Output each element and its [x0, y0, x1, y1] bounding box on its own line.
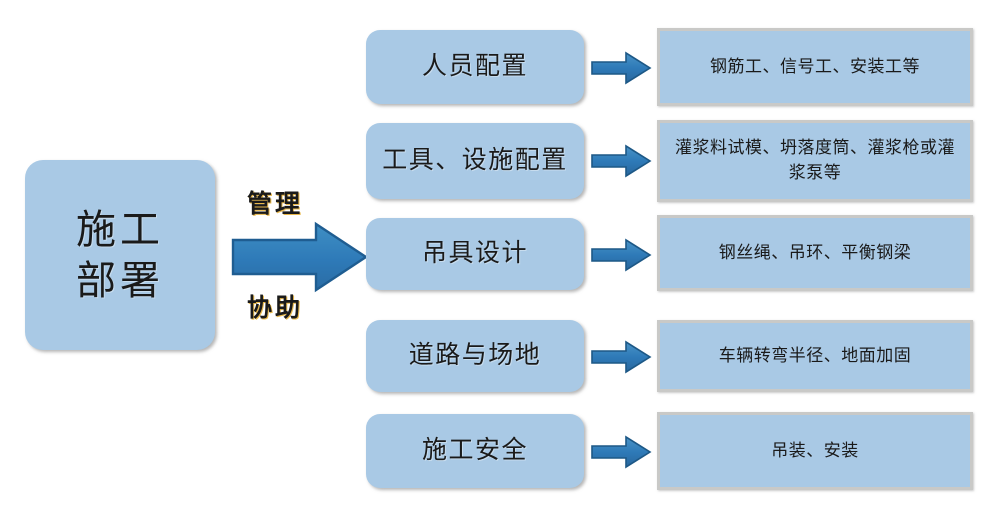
node-detail-0[interactable]: 钢筋工、信号工、安装工等 [657, 28, 973, 106]
node-detail-2[interactable]: 钢丝绳、吊环、平衡钢梁 [657, 215, 973, 291]
node-detail-4[interactable]: 吊装、安装 [657, 412, 973, 490]
edge-label-manage: 管理 [247, 191, 304, 218]
row-arrow-right-icon-4 [590, 435, 652, 469]
node-root-label: 施工部署 [76, 206, 164, 303]
node-category-2-label: 吊具设计 [421, 240, 528, 267]
edge-label-assist: 协助 [247, 295, 304, 322]
node-category-0-label: 人员配置 [421, 53, 528, 80]
node-category-0[interactable]: 人员配置 [366, 30, 584, 104]
node-detail-4-label: 吊装、安装 [771, 440, 859, 460]
node-category-4-label: 施工安全 [421, 437, 528, 464]
node-category-4[interactable]: 施工安全 [366, 414, 584, 488]
node-category-3[interactable]: 道路与场地 [366, 320, 584, 392]
node-root-construction-deployment[interactable]: 施工部署 [25, 160, 215, 350]
row-arrow-right-icon-1 [590, 144, 652, 178]
node-category-1-label: 工具、设施配置 [382, 147, 568, 174]
node-category-1[interactable]: 工具、设施配置 [366, 123, 584, 199]
node-detail-0-label: 钢筋工、信号工、安装工等 [710, 56, 920, 76]
node-detail-2-label: 钢丝绳、吊环、平衡钢梁 [718, 242, 912, 262]
node-detail-3-label: 车辆转弯半径、地面加固 [718, 345, 912, 365]
node-category-2[interactable]: 吊具设计 [366, 218, 584, 290]
node-detail-1[interactable]: 灌浆料试模、坍落度筒、灌浆枪或灌浆泵等 [657, 120, 973, 202]
node-category-3-label: 道路与场地 [408, 342, 542, 369]
row-arrow-right-icon-2 [590, 238, 652, 272]
row-arrow-right-icon-0 [590, 51, 652, 85]
main-arrow-right-icon [230, 220, 370, 294]
node-detail-1-label: 灌浆料试模、坍落度筒、灌浆枪或灌浆泵等 [675, 138, 955, 182]
node-detail-3[interactable]: 车辆转弯半径、地面加固 [657, 320, 973, 392]
row-arrow-right-icon-3 [590, 340, 652, 374]
